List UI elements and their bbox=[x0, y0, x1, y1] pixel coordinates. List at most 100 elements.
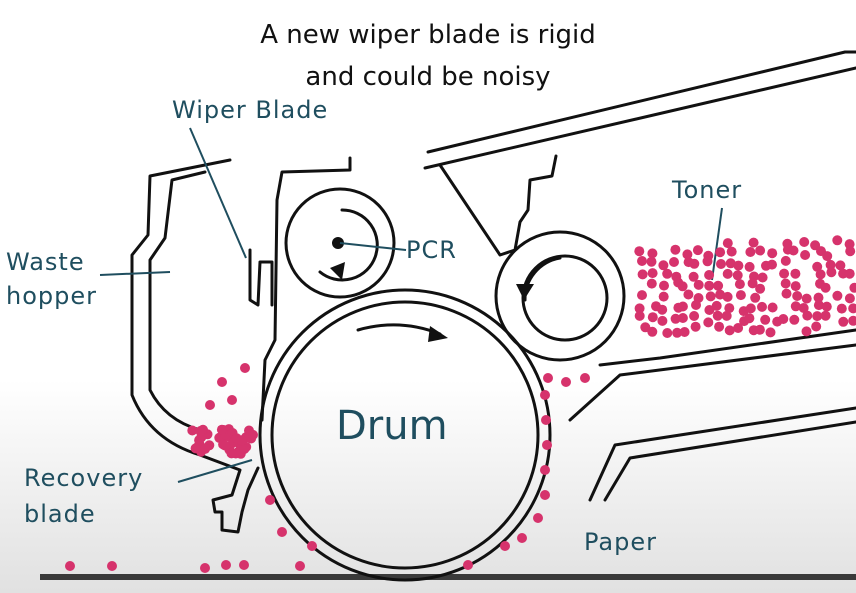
toner-particle bbox=[844, 268, 855, 279]
toner-particle bbox=[677, 281, 688, 292]
toner-particle bbox=[669, 257, 679, 267]
toner-particle bbox=[748, 237, 759, 248]
waste-particle bbox=[200, 443, 211, 454]
toner-particle bbox=[836, 303, 847, 314]
toner-particle bbox=[690, 321, 701, 332]
toner-particle bbox=[781, 288, 792, 299]
toner-particle bbox=[637, 256, 647, 266]
paper-particle bbox=[200, 563, 210, 573]
label-pcr: PCR bbox=[406, 236, 457, 264]
toner-particle bbox=[634, 246, 645, 257]
paper-particle bbox=[221, 560, 231, 570]
paper-particle bbox=[265, 495, 275, 505]
toner-particle bbox=[637, 269, 648, 280]
toner-particle bbox=[724, 325, 735, 336]
toner-particle bbox=[715, 289, 726, 300]
toner-particle bbox=[657, 315, 668, 326]
toner-particle bbox=[561, 377, 571, 387]
toner-particle bbox=[672, 327, 683, 338]
toner-particle bbox=[715, 247, 726, 258]
toner-particle bbox=[702, 256, 713, 267]
toner-particle bbox=[726, 246, 737, 257]
recovery-blade-leader bbox=[177, 459, 253, 483]
toner-particle bbox=[658, 260, 669, 271]
paper-particle bbox=[295, 561, 305, 571]
toner-particle bbox=[767, 302, 778, 313]
toner-particle bbox=[832, 235, 843, 246]
drum-arrowhead bbox=[428, 326, 448, 342]
toner-particle bbox=[646, 256, 657, 267]
toner-particle bbox=[765, 327, 776, 338]
toner-particle bbox=[677, 301, 688, 312]
toner-hopper-baffle bbox=[438, 154, 558, 257]
toner-particle bbox=[658, 291, 669, 302]
toner-particle bbox=[679, 327, 690, 337]
toner-hopper-bottom-inner bbox=[568, 343, 856, 422]
waste-particle bbox=[216, 424, 227, 435]
waste-particle bbox=[217, 377, 227, 387]
toner-particle bbox=[711, 300, 722, 311]
toner-particle bbox=[677, 313, 688, 323]
toner-particle bbox=[848, 315, 856, 326]
waste-particle bbox=[195, 426, 206, 437]
toner-particle bbox=[835, 260, 846, 271]
waste-particle bbox=[220, 440, 231, 451]
drum-inner bbox=[270, 300, 540, 570]
toner-particle bbox=[779, 268, 790, 279]
waste-hopper-outer-wall bbox=[130, 158, 260, 534]
toner-particle bbox=[713, 280, 724, 291]
toner-particle bbox=[721, 310, 732, 321]
toner-particle bbox=[692, 245, 703, 256]
toner-hopper-top bbox=[426, 50, 856, 154]
toner-particle bbox=[822, 251, 833, 262]
waste-particles bbox=[187, 363, 258, 459]
toner-particle bbox=[789, 314, 800, 325]
toner-particle bbox=[683, 289, 694, 300]
waste-hopper-leader bbox=[99, 271, 171, 276]
toner-particle bbox=[712, 310, 723, 321]
toner-particle bbox=[543, 373, 553, 383]
toner-particle bbox=[580, 373, 590, 383]
toner-particle bbox=[703, 317, 714, 328]
waste-hopper-inner-wall bbox=[148, 170, 207, 432]
label-drum: Drum bbox=[336, 403, 448, 449]
toner-particle bbox=[744, 313, 755, 324]
paper-particle bbox=[463, 560, 473, 570]
toner-particle bbox=[745, 247, 756, 257]
toner-particle bbox=[744, 261, 755, 272]
toner-hopper-top-inner bbox=[423, 66, 856, 170]
toner-particle bbox=[813, 300, 824, 311]
toner-particle bbox=[821, 301, 832, 312]
waste-particle bbox=[227, 395, 237, 405]
toner-particle bbox=[693, 279, 704, 290]
toner-particle bbox=[705, 291, 716, 302]
toner-particle bbox=[540, 465, 550, 475]
toner-particle bbox=[735, 290, 746, 301]
label-waste-hopper-line1: Waste bbox=[6, 248, 85, 276]
label-recovery-blade-line1: Recovery bbox=[24, 464, 144, 492]
wiper-blade-leader bbox=[189, 127, 247, 259]
toner-particle bbox=[691, 300, 701, 310]
toner-particle bbox=[838, 316, 849, 327]
toner-particle bbox=[826, 267, 837, 278]
label-toner: Toner bbox=[672, 176, 743, 204]
toner-particle bbox=[802, 310, 813, 321]
toner-particle bbox=[820, 282, 831, 293]
toner-particle bbox=[798, 303, 809, 313]
toner-particle bbox=[757, 301, 767, 312]
toner-leader bbox=[711, 207, 723, 281]
toner-particle bbox=[801, 326, 812, 337]
paper-particle bbox=[307, 541, 317, 551]
toner-particle bbox=[754, 324, 765, 335]
toner-particle bbox=[724, 303, 735, 314]
pcr-roller bbox=[284, 187, 396, 299]
toner-particle bbox=[704, 280, 715, 291]
toner-particle bbox=[647, 326, 658, 337]
waste-particle bbox=[187, 425, 198, 436]
toner-particle bbox=[732, 270, 743, 281]
pcr-leader bbox=[339, 242, 407, 251]
caption-line-2: and could be noisy bbox=[305, 62, 551, 92]
developer-roller-outer bbox=[494, 230, 626, 362]
toner-particle bbox=[745, 303, 756, 314]
waste-particle bbox=[226, 448, 237, 459]
